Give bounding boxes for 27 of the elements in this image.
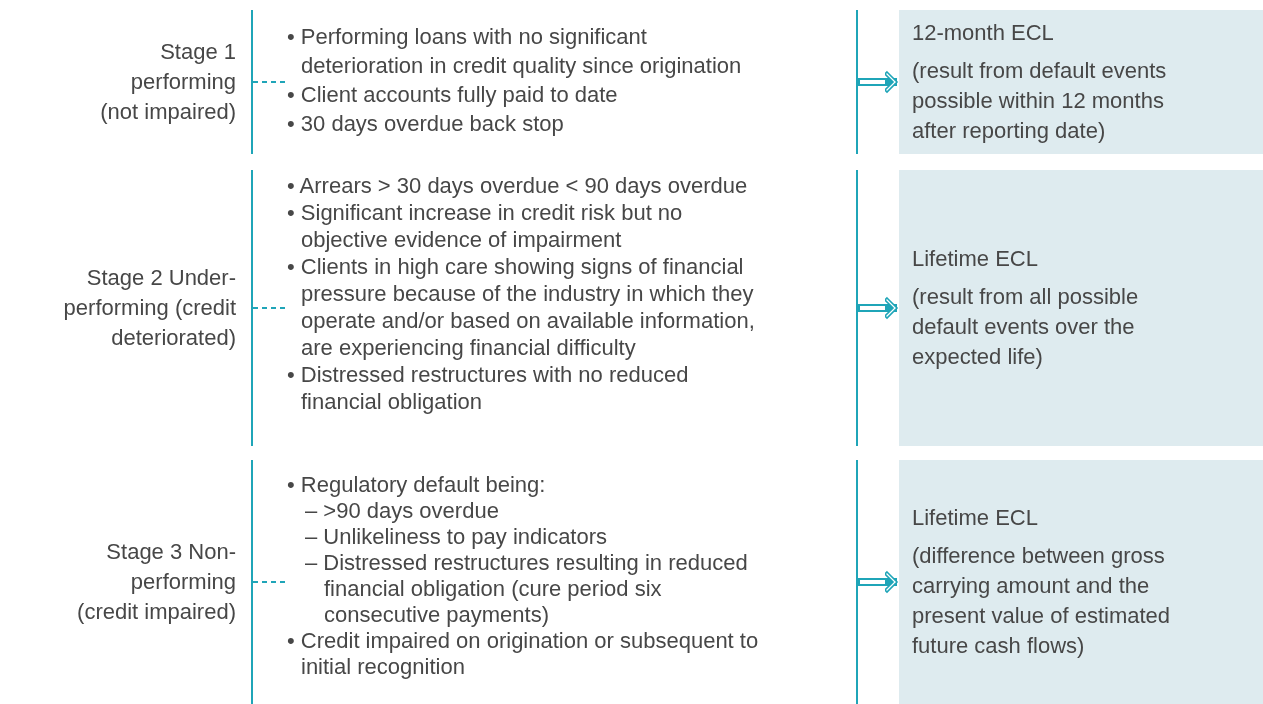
criterion: • Arrears > 30 days overdue < 90 days overdue bbox=[287, 172, 749, 199]
criteria-panel bbox=[285, 10, 858, 154]
criterion: • Significant increase in credit risk but no objective evidence of impairment bbox=[287, 199, 684, 253]
ecl-description: (difference between gross carrying amount and the present value of estimated future cash flows) bbox=[912, 542, 1172, 660]
sub-criterion: – Distressed restructures resulting in reduced financial obligation (cure period six consecutive payments) bbox=[305, 550, 749, 628]
ecl-heading: 12-month ECL bbox=[912, 19, 1055, 47]
ecl-box bbox=[899, 10, 1263, 154]
ecl-box bbox=[899, 460, 1263, 704]
criterion: • Client accounts fully paid to date bbox=[287, 81, 619, 109]
ecl-description: (result from default events possible within 12 months after reporting date) bbox=[912, 57, 1168, 145]
criterion: • Clients in high care showing signs of financial pressure because of the industry in which they operate and/or based on available information, are experiencing financial difficulty bbox=[287, 253, 756, 361]
criteria-panel bbox=[285, 170, 858, 446]
criterion: • Performing loans with no significant deterioration in credit quality since origination bbox=[287, 23, 743, 80]
stage-label: Stage 1 performing (not impaired) bbox=[99, 38, 236, 126]
criteria-panel bbox=[285, 460, 858, 704]
criterion: • Regulatory default being: bbox=[287, 472, 547, 498]
ecl-box bbox=[899, 170, 1263, 446]
criterion: • 30 days overdue back stop bbox=[287, 110, 565, 138]
ecl-heading: Lifetime ECL bbox=[912, 245, 1039, 273]
sub-criterion: – >90 days overdue bbox=[305, 498, 500, 524]
ecl-heading: Lifetime ECL bbox=[912, 504, 1039, 532]
stage-label: Stage 2 Under-performing (credit deteriorated) bbox=[62, 264, 236, 352]
criterion: • Distressed restructures with no reduced financial obligation bbox=[287, 361, 690, 415]
criterion: • Credit impaired on origination or subsequent to initial recognition bbox=[287, 628, 760, 680]
ecl-description: (result from all possible default events over the expected life) bbox=[912, 283, 1140, 371]
sub-criterion: – Unlikeliness to pay indicators bbox=[305, 524, 609, 550]
stage-label: Stage 3 Non-performing (credit impaired) bbox=[76, 538, 236, 626]
